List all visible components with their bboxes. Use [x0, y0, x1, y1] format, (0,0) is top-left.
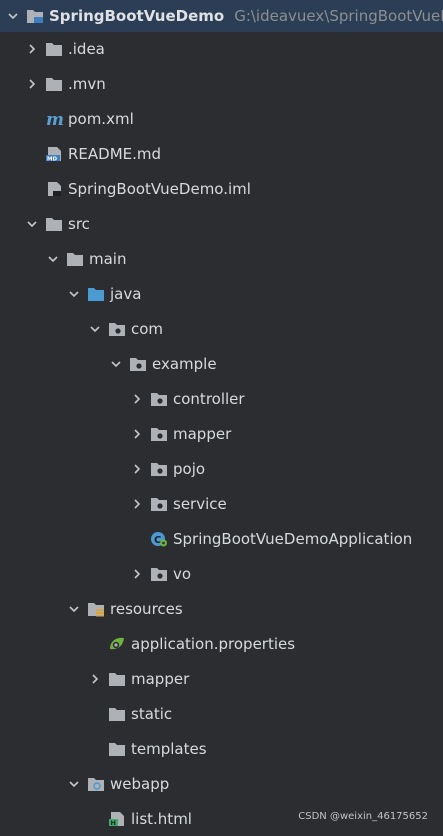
tree-item-label: resources — [110, 599, 183, 618]
tree-item-label: mapper — [173, 424, 232, 443]
tree-item-main[interactable]: main — [0, 241, 443, 276]
tree-item-templates[interactable]: templates — [0, 731, 443, 766]
folder-icon — [45, 216, 63, 232]
project-folder-icon — [26, 8, 44, 24]
tree-item-controller[interactable]: controller — [0, 381, 443, 416]
chevron-down-icon[interactable] — [88, 322, 102, 336]
chevron-right-icon[interactable] — [130, 497, 144, 511]
chevron-down-icon[interactable] — [67, 777, 81, 791]
tree-item-example[interactable]: example — [0, 346, 443, 381]
package-icon — [150, 391, 168, 407]
chevron-right-icon[interactable] — [25, 77, 39, 91]
maven-icon: m — [45, 111, 63, 127]
tree-item-label: service — [173, 494, 227, 513]
chevron-down-icon[interactable] — [67, 287, 81, 301]
tree-item-label: com — [131, 319, 164, 338]
chevron-right-icon[interactable] — [130, 427, 144, 441]
chevron-right-icon[interactable] — [88, 672, 102, 686]
tree-item-service[interactable]: service — [0, 486, 443, 521]
tree-item-label: src — [68, 214, 90, 233]
tree-item-label: README.md — [68, 144, 162, 163]
chevron-right-icon[interactable] — [25, 42, 39, 56]
chevron-down-icon[interactable] — [109, 357, 123, 371]
html-file-icon: H — [108, 811, 126, 827]
tree-item-label: SpringBootVueDemo.iml — [68, 179, 251, 198]
tree-item-label: webapp — [110, 774, 170, 793]
tree-item-static[interactable]: static — [0, 696, 443, 731]
tree-item-resources[interactable]: resources — [0, 591, 443, 626]
tree-item-pom-xml[interactable]: m pom.xml — [0, 101, 443, 136]
watermark: CSDN @weixin_46175652 — [298, 811, 428, 822]
tree-item-label: main — [89, 249, 127, 268]
tree-item-mvn[interactable]: .mvn — [0, 66, 443, 101]
package-icon — [108, 321, 126, 337]
tree-item-label: vo — [173, 564, 192, 583]
tree-item-label: mapper — [131, 669, 190, 688]
chevron-down-icon[interactable] — [67, 602, 81, 616]
iml-file-icon — [45, 181, 63, 197]
tree-item-mapper[interactable]: mapper — [0, 416, 443, 451]
markdown-icon: MD — [45, 146, 63, 162]
tree-item-label: pojo — [173, 459, 206, 478]
package-icon — [150, 566, 168, 582]
chevron-right-icon[interactable] — [130, 462, 144, 476]
tree-item-webapp[interactable]: webapp — [0, 766, 443, 801]
tree-item-springbootvuedemo-iml[interactable]: SpringBootVueDemo.iml — [0, 171, 443, 206]
tree-item-vo[interactable]: vo — [0, 556, 443, 591]
tree-item-label: java — [110, 284, 142, 303]
folder-icon — [45, 41, 63, 57]
package-icon — [150, 426, 168, 442]
chevron-down-icon[interactable] — [46, 252, 60, 266]
tree-item-springbootvuedemoapplication[interactable]: C SpringBootVueDemoApplication — [0, 521, 443, 556]
tree-item-label: templates — [131, 739, 207, 758]
tree-item-label: list.html — [131, 809, 192, 828]
resources-folder-icon — [87, 601, 105, 617]
folder-icon — [108, 741, 126, 757]
tree-item-java[interactable]: java — [0, 276, 443, 311]
svg-text:C: C — [154, 535, 161, 546]
folder-icon — [66, 251, 84, 267]
tree-root-project[interactable]: SpringBootVueDemo G:\ideavuex\SpringBoot… — [0, 0, 443, 32]
tree-item-readme-md[interactable]: MD README.md — [0, 136, 443, 171]
tree-item-label: SpringBootVueDemoApplication — [173, 529, 413, 548]
chevron-down-icon[interactable] — [6, 9, 20, 23]
tree-item-mapper[interactable]: mapper — [0, 661, 443, 696]
project-path: G:\ideavuex\SpringBootVueDemo — [234, 7, 443, 25]
tree-item-label: example — [152, 354, 217, 373]
folder-icon — [108, 706, 126, 722]
project-name: SpringBootVueDemo — [49, 7, 225, 25]
tree-item-label: .mvn — [68, 74, 106, 93]
tree-item-pojo[interactable]: pojo — [0, 451, 443, 486]
web-folder-icon — [87, 776, 105, 792]
package-icon — [150, 461, 168, 477]
spring-boot-class-icon: C — [150, 531, 168, 547]
package-icon — [150, 496, 168, 512]
spring-properties-icon — [108, 636, 126, 652]
svg-text:H: H — [111, 819, 116, 827]
tree-item-src[interactable]: src — [0, 206, 443, 241]
chevron-right-icon[interactable] — [130, 567, 144, 581]
tree-item-label: controller — [173, 389, 245, 408]
package-icon — [129, 356, 147, 372]
svg-text:m: m — [46, 111, 63, 127]
chevron-right-icon[interactable] — [130, 392, 144, 406]
tree-item-application-properties[interactable]: application.properties — [0, 626, 443, 661]
tree-item-idea[interactable]: .idea — [0, 31, 443, 66]
folder-icon — [45, 76, 63, 92]
tree-item-label: application.properties — [131, 634, 296, 653]
svg-text:MD: MD — [47, 156, 57, 162]
tree-item-label: static — [131, 704, 173, 723]
tree-item-label: pom.xml — [68, 109, 134, 128]
source-folder-icon — [87, 286, 105, 302]
chevron-down-icon[interactable] — [25, 217, 39, 231]
tree-item-com[interactable]: com — [0, 311, 443, 346]
folder-icon — [108, 671, 126, 687]
tree-item-label: .idea — [68, 39, 105, 58]
